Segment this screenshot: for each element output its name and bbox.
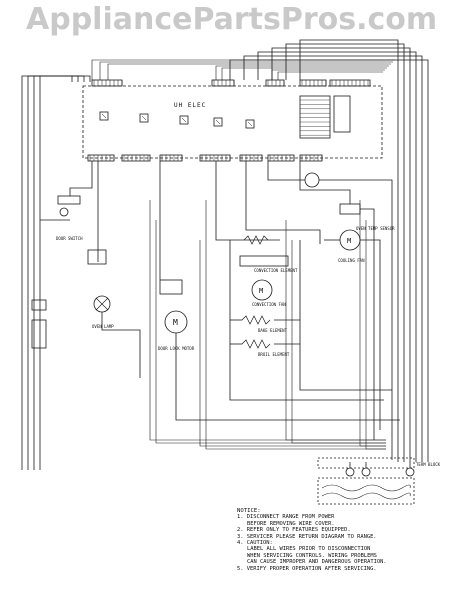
label-door-lock-motor: DOOR LOCK MOTOR bbox=[158, 346, 195, 351]
label-terminal-block: TERM BLOCK bbox=[416, 462, 441, 467]
label-door-switch: DOOR SWITCH bbox=[56, 236, 83, 241]
wire bbox=[215, 161, 240, 241]
door-lock-switch bbox=[159, 279, 183, 295]
notice-block: NOTICE: 1. DISCONNECT RANGE FROM POWER B… bbox=[237, 508, 449, 572]
relay-contact bbox=[215, 119, 221, 125]
signal-wire bbox=[107, 63, 391, 80]
relay bbox=[179, 115, 189, 125]
board-connector-top bbox=[329, 79, 371, 87]
wire bbox=[205, 200, 386, 450]
relay bbox=[245, 119, 255, 129]
relay-contact bbox=[181, 117, 187, 123]
fuse bbox=[31, 299, 47, 311]
terminal-screw bbox=[345, 467, 355, 477]
bus-wire bbox=[243, 55, 423, 462]
label-cooling-fan: COOLING FAN bbox=[338, 258, 365, 263]
relay bbox=[213, 117, 223, 127]
control-board-label: UH ELEC bbox=[174, 102, 207, 109]
relay-contact bbox=[141, 115, 147, 121]
motor-symbol: M bbox=[347, 237, 351, 245]
temp-sensor bbox=[339, 203, 361, 215]
notice-line: 3. SERVICER PLEASE RETURN DIAGRAM TO RAN… bbox=[237, 533, 377, 540]
convection-element bbox=[243, 235, 269, 245]
wire bbox=[365, 220, 386, 450]
power-cord-wave bbox=[321, 492, 411, 500]
label-convection-element: CONVECTION ELEMENT bbox=[254, 268, 298, 273]
notice-line: 1. DISCONNECT RANGE FROM POWER bbox=[237, 514, 335, 521]
wire bbox=[229, 240, 384, 401]
wire bbox=[360, 239, 381, 430]
signal-wire bbox=[277, 71, 383, 80]
label-oven-temp-sensor: OVEN TEMP SENSOR bbox=[356, 226, 395, 231]
motor-symbol: M bbox=[173, 318, 178, 327]
notice-line: BEFORE REMOVING WIRE COVER. bbox=[247, 520, 335, 527]
watermark: AppliancePartsPros.com bbox=[26, 2, 438, 37]
notice-title: NOTICE: bbox=[237, 508, 261, 514]
wire bbox=[359, 200, 386, 447]
board-connector-top bbox=[91, 79, 123, 87]
signal-wire bbox=[271, 69, 385, 80]
board-label-block bbox=[333, 95, 351, 133]
bake-element bbox=[241, 315, 271, 325]
wire bbox=[199, 240, 386, 447]
bus-wire bbox=[33, 75, 85, 470]
terminal-block-body bbox=[317, 477, 415, 505]
bus-wire bbox=[21, 75, 73, 470]
notice-line: WHEN SERVICING CONTROLS. WIRING PROBLEMS bbox=[247, 552, 377, 559]
bus-wire bbox=[39, 75, 91, 470]
signal-wire bbox=[91, 59, 395, 80]
relay bbox=[99, 111, 109, 121]
board-connector-top bbox=[211, 79, 235, 87]
convection-fan-motor bbox=[251, 279, 273, 301]
wire bbox=[299, 161, 351, 204]
notice-line: LABEL ALL WIRES PRIOR TO DISCONNECTION bbox=[247, 546, 371, 553]
notice-line: CAN CAUSE IMPROPER AND DANGEROUS OPERATI… bbox=[247, 559, 387, 566]
signal-wire bbox=[221, 67, 387, 80]
terminal-screw bbox=[405, 467, 415, 477]
label-bake-element: BAKE ELEMENT bbox=[258, 328, 287, 333]
notice-line: 2. REFER ONLY TO FEATURES EQUIPPED. bbox=[237, 527, 351, 534]
lamp-filament bbox=[95, 297, 109, 311]
wire bbox=[285, 220, 386, 441]
bus-wire bbox=[299, 39, 399, 462]
wire bbox=[299, 240, 392, 391]
wire bbox=[101, 312, 141, 378]
wire bbox=[360, 208, 375, 440]
wire bbox=[245, 161, 321, 244]
label-oven-lamp: OVEN LAMP bbox=[92, 324, 114, 329]
wire bbox=[267, 161, 305, 181]
door-switch-contact bbox=[59, 207, 69, 217]
oven-lamp-switch bbox=[87, 249, 107, 265]
wire-door-switch bbox=[69, 161, 93, 196]
control-board bbox=[82, 85, 383, 159]
signal-wire bbox=[99, 61, 393, 80]
wire bbox=[319, 179, 393, 460]
board-connector-top bbox=[265, 79, 285, 87]
relay-contact bbox=[247, 121, 253, 127]
relay-coil bbox=[304, 172, 320, 188]
terminal-screw bbox=[361, 467, 371, 477]
notice-line: 5. VERIFY PROPER OPERATION AFTER SERVICI… bbox=[237, 565, 377, 572]
relay-block bbox=[239, 255, 289, 267]
broil-element bbox=[241, 339, 271, 349]
relay bbox=[139, 113, 149, 123]
wire bbox=[175, 333, 400, 421]
wire bbox=[291, 240, 386, 444]
bus-wire bbox=[285, 43, 405, 462]
power-cord-wave bbox=[321, 484, 411, 492]
motor-symbol: M bbox=[259, 287, 263, 295]
label-broil-element: BROIL ELEMENT bbox=[258, 352, 290, 357]
board-pin-table bbox=[299, 95, 331, 139]
bus-wire bbox=[27, 75, 79, 470]
power-inlet bbox=[31, 319, 47, 349]
signal-wire bbox=[215, 65, 389, 80]
door-switch bbox=[57, 195, 81, 205]
notice-line: 4. CAUTION: bbox=[237, 540, 273, 547]
label-convection-fan: CONVECTION FAN bbox=[252, 302, 286, 307]
relay-contact bbox=[101, 113, 107, 119]
